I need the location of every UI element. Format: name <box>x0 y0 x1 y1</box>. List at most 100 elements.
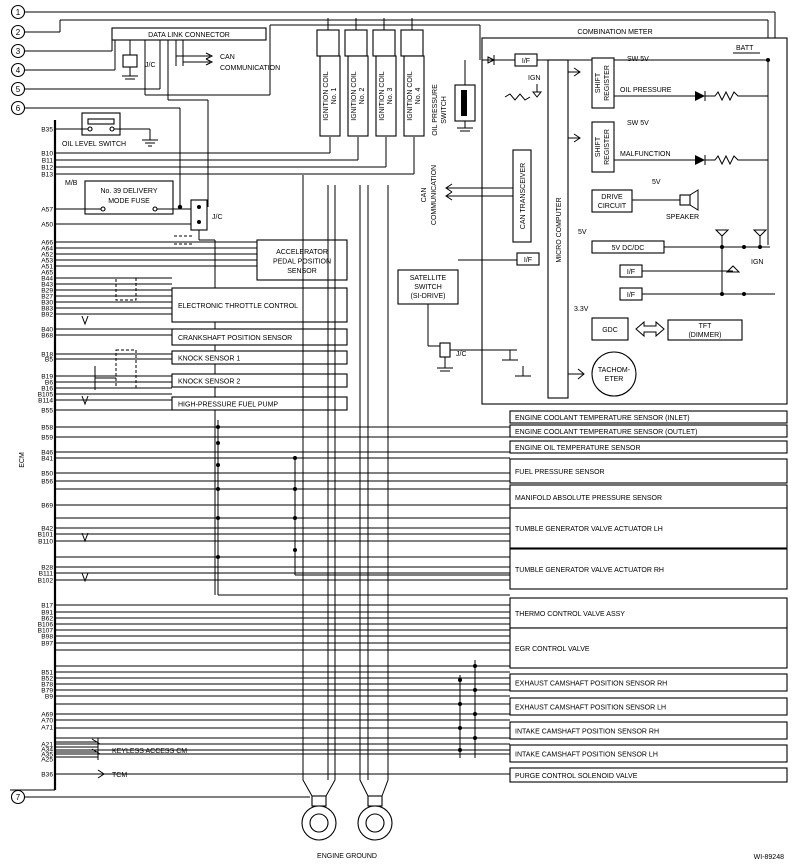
svg-text:SWITCH: SWITCH <box>414 284 442 291</box>
svg-text:COMMUNICATION: COMMUNICATION <box>220 65 280 72</box>
pin-label: B29 <box>41 288 53 295</box>
svg-text:J/C: J/C <box>145 62 156 69</box>
svg-text:DATA LINK CONNECTOR: DATA LINK CONNECTOR <box>148 32 230 39</box>
svg-text:I/F: I/F <box>522 58 530 65</box>
pin-label: B36 <box>41 772 53 779</box>
pin-label: A71 <box>41 725 53 732</box>
svg-text:KNOCK SENSOR 2: KNOCK SENSOR 2 <box>178 379 240 386</box>
svg-text:5: 5 <box>16 85 21 94</box>
sensor-ground-buses <box>216 420 510 596</box>
right-component: ENGINE OIL TEMPERATURE SENSOR <box>55 440 788 454</box>
svg-text:2: 2 <box>16 28 21 37</box>
right-component: PURGE CONTROL SOLENOID VALVE <box>55 767 788 783</box>
svg-text:DRIVE: DRIVE <box>601 194 623 201</box>
pin-label: B27 <box>41 294 53 301</box>
svg-text:INTAKE CAMSHAFT POSITION SENSO: INTAKE CAMSHAFT POSITION SENSOR LH <box>515 752 658 759</box>
svg-text:GDC: GDC <box>602 327 618 334</box>
svg-text:SPEAKER: SPEAKER <box>666 214 699 221</box>
pin-label: B110 <box>38 539 53 546</box>
ecm-block: ECM B35B10B11B12B13A57A50A66A64A52A53A51… <box>10 120 57 791</box>
svg-text:J/C: J/C <box>456 351 467 358</box>
svg-text:IGN: IGN <box>528 75 540 82</box>
svg-text:IGNITION COIL: IGNITION COIL <box>323 71 330 121</box>
pin-label: B50 <box>41 471 53 478</box>
pin-label: B101 <box>38 532 54 539</box>
keyless-tcm-outputs: KEYLESS ACCESS CM TCM <box>55 738 187 779</box>
pin-label: B40 <box>41 327 53 334</box>
svg-text:TACHOM-: TACHOM- <box>598 367 631 374</box>
svg-text:EXHAUST CAMSHAFT POSITION SENS: EXHAUST CAMSHAFT POSITION SENSOR LH <box>515 705 666 712</box>
pin-label: B19 <box>41 374 53 381</box>
svg-text:SHIFT: SHIFT <box>595 72 602 93</box>
svg-text:ENGINE COOLANT TEMPERATURE SEN: ENGINE COOLANT TEMPERATURE SENSOR (OUTLE… <box>515 429 697 436</box>
svg-text:CAN TRANSCEIVER: CAN TRANSCEIVER <box>520 163 527 229</box>
svg-text:BATT: BATT <box>736 45 754 52</box>
svg-text:COMBINATION METER: COMBINATION METER <box>577 29 652 36</box>
pin-label: B55 <box>41 408 53 415</box>
svg-text:CAN: CAN <box>421 188 428 203</box>
svg-text:TUMBLE GENERATOR VALVE ACTUATO: TUMBLE GENERATOR VALVE ACTUATOR LH <box>515 526 663 533</box>
pin-label: B69 <box>41 503 53 510</box>
pin-label: A51 <box>41 264 53 271</box>
svg-text:SATELLITE: SATELLITE <box>410 275 447 282</box>
pin-label: B59 <box>41 435 53 442</box>
svg-text:REGISTER: REGISTER <box>604 129 611 165</box>
data-link-connector: DATA LINK CONNECTOR J/C CAN COMMUNICATIO… <box>111 24 481 207</box>
pin-label: B44 <box>41 276 53 283</box>
svg-text:MICRO COMPUTER: MICRO COMPUTER <box>556 197 563 262</box>
pin-label: B111 <box>39 571 54 578</box>
svg-text:THERMO CONTROL VALVE ASSY: THERMO CONTROL VALVE ASSY <box>515 611 625 618</box>
satellite-switch: SATELLITE SWITCH (SI-DRIVE) J/C <box>397 259 531 377</box>
svg-text:SENSOR: SENSOR <box>287 268 317 275</box>
cam-sensor-buses <box>458 660 477 758</box>
pin-label: B97 <box>41 641 53 648</box>
pin-label: A35 <box>41 752 53 759</box>
pin-label: B98 <box>41 634 53 641</box>
svg-text:No. 4: No. 4 <box>415 88 422 105</box>
pin-label: A21 <box>41 742 53 749</box>
pin-label: A66 <box>41 240 53 247</box>
connector-2: 2 <box>10 19 769 60</box>
ecm-label: ECM <box>19 452 26 468</box>
svg-text:KNOCK SENSOR 1: KNOCK SENSOR 1 <box>178 356 240 363</box>
pin-label: B41 <box>41 456 53 463</box>
svg-text:REGISTER: REGISTER <box>604 65 611 101</box>
meter-can-communication: CAN COMMUNICATION <box>421 165 513 225</box>
pin-label: B46 <box>41 450 53 457</box>
svg-text:4: 4 <box>16 66 21 75</box>
svg-text:MODE FUSE: MODE FUSE <box>108 198 150 205</box>
svg-text:6: 6 <box>16 104 21 113</box>
pin-label: B68 <box>41 333 53 340</box>
right-component: INTAKE CAMSHAFT POSITION SENSOR LH <box>55 737 788 763</box>
pin-label: B35 <box>41 127 53 134</box>
svg-text:J/C: J/C <box>212 214 223 221</box>
svg-text:KEYLESS ACCESS CM: KEYLESS ACCESS CM <box>112 748 187 755</box>
right-component: TUMBLE GENERATOR VALVE ACTUATOR RH <box>55 548 788 590</box>
svg-text:ELECTRONIC THROTTLE CONTROL: ELECTRONIC THROTTLE CONTROL <box>178 303 298 310</box>
right-component: THERMO CONTROL VALVE ASSY <box>55 597 788 629</box>
svg-text:IGN: IGN <box>751 259 763 266</box>
svg-text:EXHAUST CAMSHAFT POSITION SENS: EXHAUST CAMSHAFT POSITION SENSOR RH <box>515 681 667 688</box>
pin-label: A52 <box>41 252 53 259</box>
right-component: INTAKE CAMSHAFT POSITION SENSOR RH <box>55 713 788 740</box>
engine-ground: ENGINE GROUND <box>300 175 393 860</box>
svg-text:5V DC/DC: 5V DC/DC <box>612 245 645 252</box>
pin-label: B56 <box>41 479 53 486</box>
pin-label: B13 <box>41 172 53 179</box>
pin-label: B11 <box>42 158 54 165</box>
diagram-id: WI-89248 <box>754 854 784 861</box>
svg-text:OIL LEVEL SWITCH: OIL LEVEL SWITCH <box>62 141 126 148</box>
svg-text:SHIFT: SHIFT <box>595 136 602 157</box>
svg-text:FUEL PRESSURE SENSOR: FUEL PRESSURE SENSOR <box>515 469 605 476</box>
svg-text:I/F: I/F <box>627 292 635 299</box>
svg-text:5V: 5V <box>578 229 587 236</box>
svg-text:EGR CONTROL VALVE: EGR CONTROL VALVE <box>515 646 590 653</box>
pin-label: B51 <box>41 670 53 677</box>
svg-text:TCM: TCM <box>112 772 127 779</box>
pin-label: B5 <box>45 357 53 364</box>
pin-label: B91 <box>41 610 53 617</box>
